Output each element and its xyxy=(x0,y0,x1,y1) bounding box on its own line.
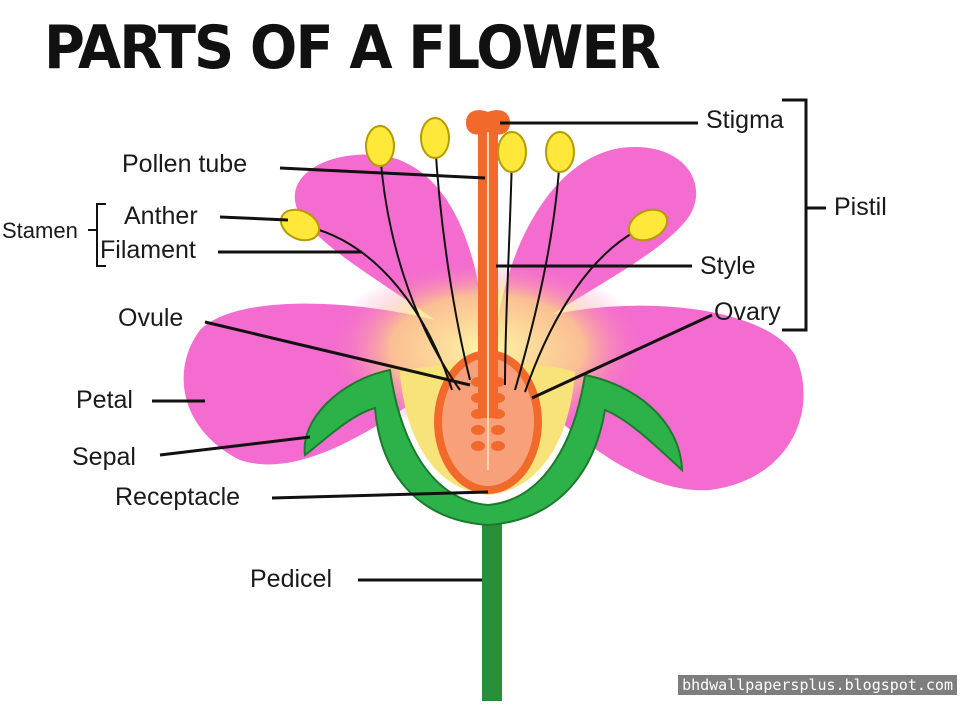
pedicel-stem xyxy=(482,505,502,701)
label-filament: Filament xyxy=(100,236,196,264)
stigma-shape xyxy=(466,110,510,135)
label-stamen: Stamen xyxy=(2,218,78,243)
page-title: PARTS OF A FLOWER xyxy=(44,13,661,83)
label-pedicel: Pedicel xyxy=(250,565,332,593)
ovules-group xyxy=(471,377,505,451)
label-anther: Anther xyxy=(124,202,198,230)
anthers-group xyxy=(279,117,669,242)
label-ovule: Ovule xyxy=(118,304,184,332)
label-pollen-tube: Pollen tube xyxy=(122,150,248,178)
label-petal: Petal xyxy=(76,386,133,414)
pistil-bracket xyxy=(782,98,826,332)
label-style: Style xyxy=(700,252,756,280)
label-ovary: Ovary xyxy=(714,298,781,326)
site-credit: bhdwallpapersplus.blogspot.com xyxy=(678,675,957,695)
label-stigma: Stigma xyxy=(706,106,784,134)
sepal-cup xyxy=(303,368,684,527)
stamen-bracket xyxy=(88,203,106,267)
label-sepal: Sepal xyxy=(72,443,136,471)
label-receptacle: Receptacle xyxy=(115,483,241,511)
filaments-group xyxy=(299,139,649,393)
leader-lines xyxy=(152,121,713,582)
label-pistil: Pistil xyxy=(834,193,887,221)
